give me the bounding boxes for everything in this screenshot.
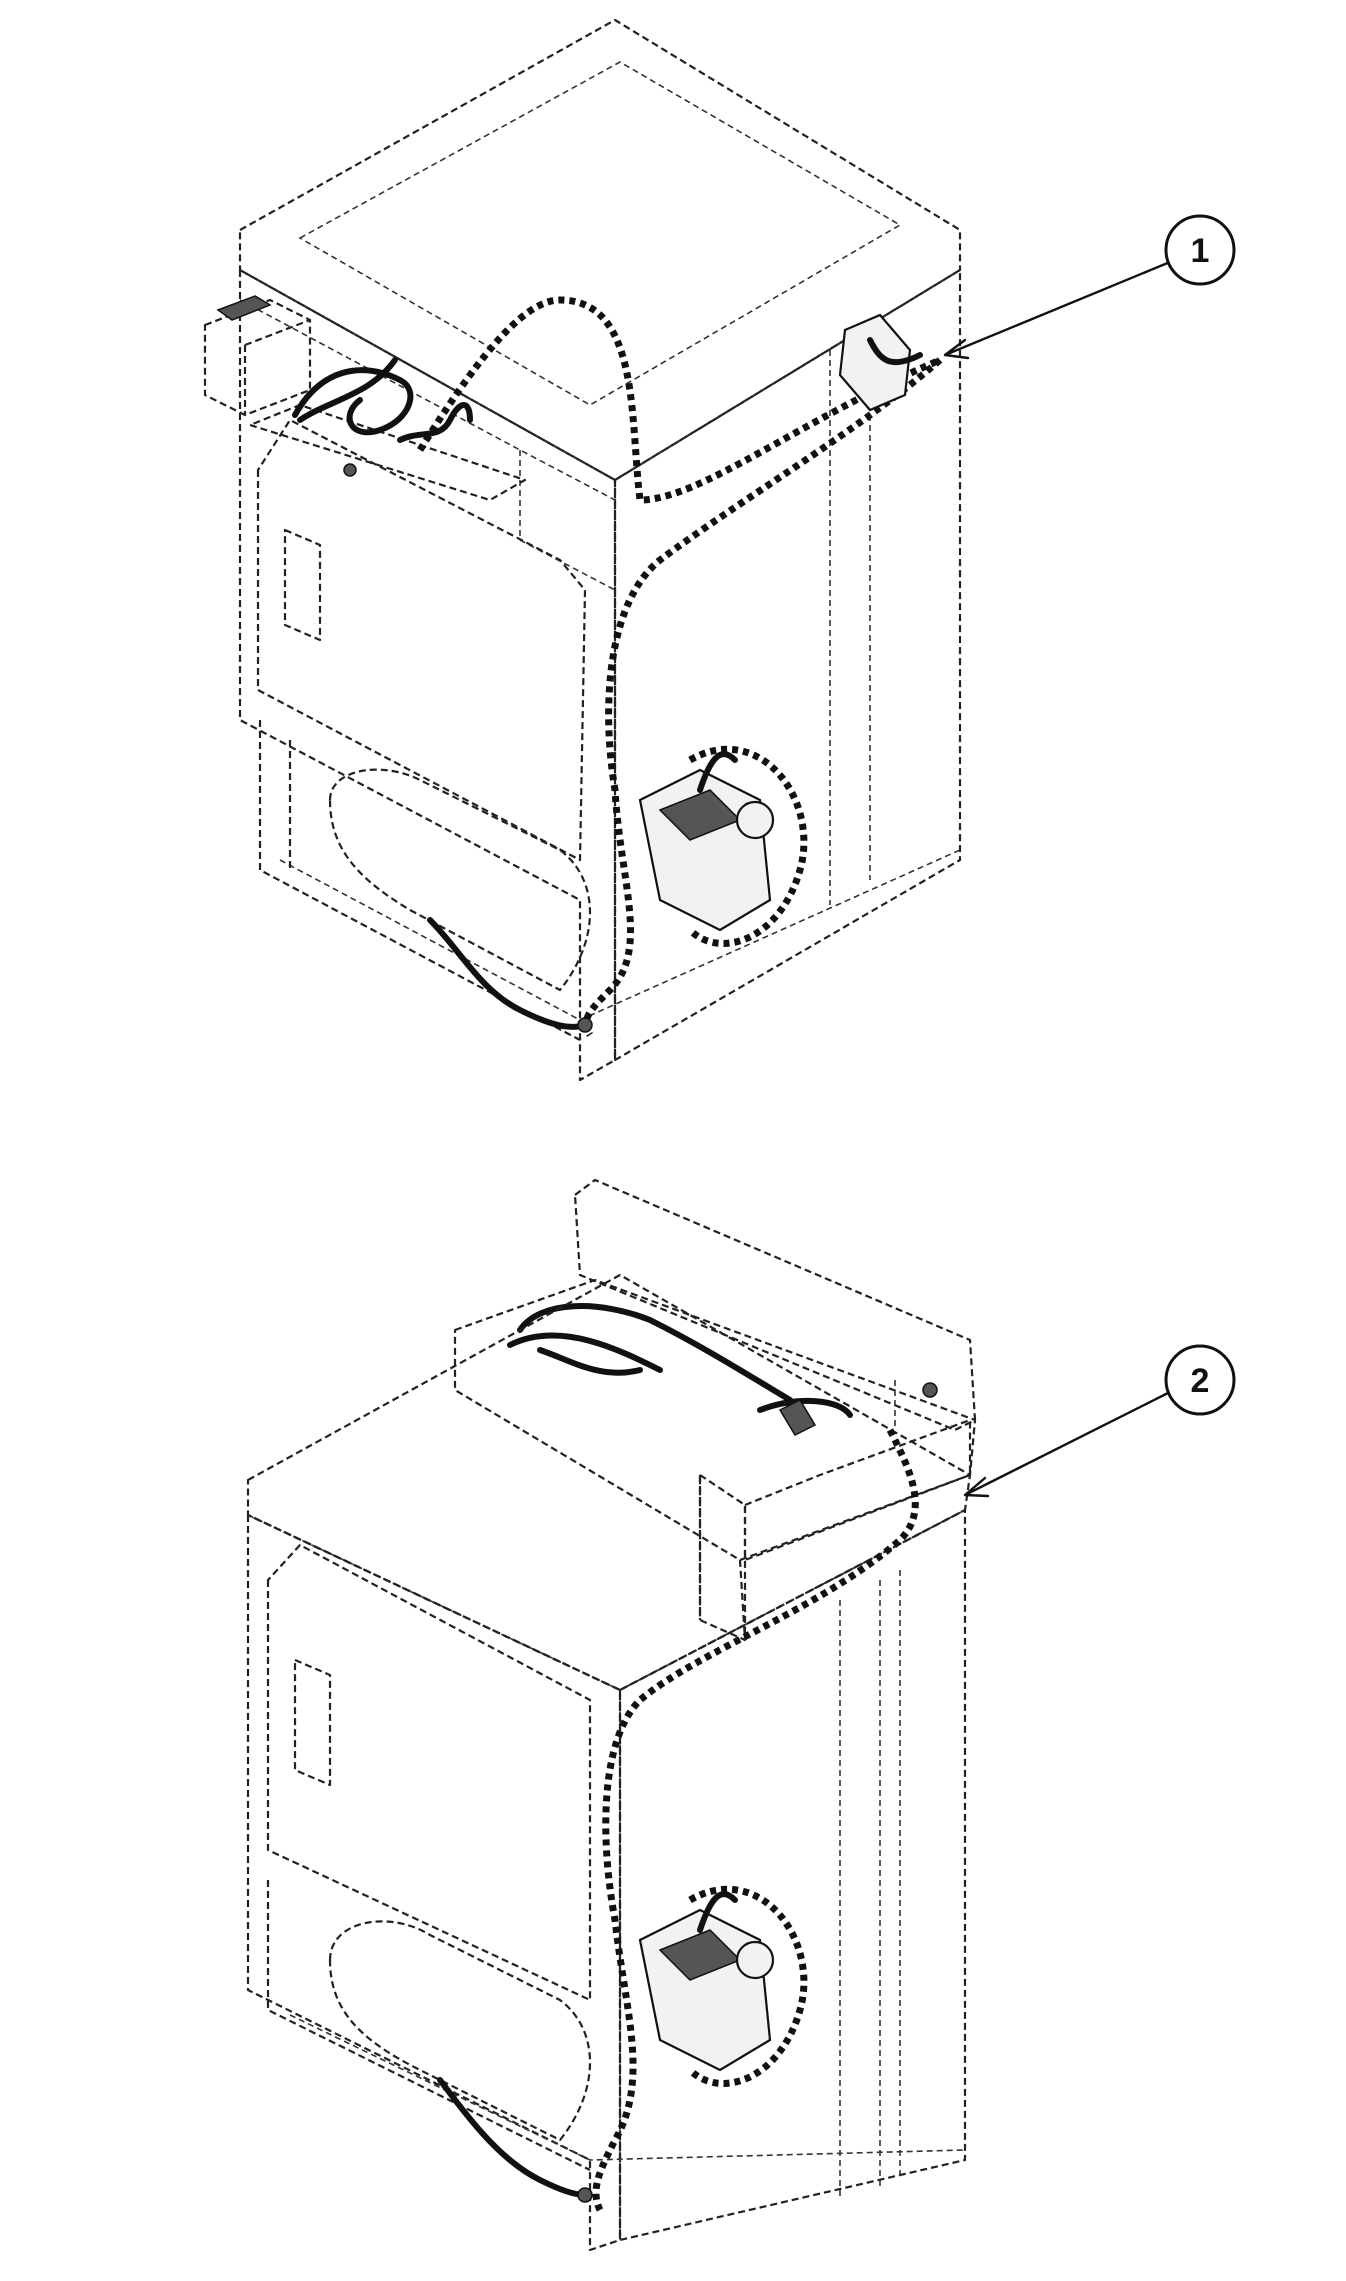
- harness-console: [517, 1303, 793, 1403]
- rear-control-console: [453, 1178, 977, 1642]
- wire-route-down-2: [592, 1428, 919, 2212]
- motor-assembly-1: [638, 745, 808, 947]
- harness-control-area: [292, 367, 414, 436]
- callout-1: 1: [1164, 214, 1236, 286]
- callout-label-1: 1: [1191, 232, 1210, 270]
- cabinet-front-face: [238, 268, 617, 1082]
- callout-leader-2: [964, 1390, 1171, 1497]
- harness-bottom-2: [437, 2077, 588, 2198]
- control-box: [203, 295, 527, 502]
- door-outline-2: [266, 1543, 592, 2002]
- cabinet-front-face-2: [246, 1513, 622, 2252]
- callout-label-2: 2: [1191, 1362, 1210, 1400]
- wire-route-down: [582, 357, 943, 1037]
- cabinet-right-side-2: [618, 1508, 967, 2242]
- motor-assembly-2: [638, 1885, 808, 2087]
- door-handle: [283, 528, 322, 642]
- wire-route-loop: [417, 296, 942, 504]
- callout-2: 2: [1164, 1344, 1236, 1416]
- terminal-block-right-top: [838, 313, 923, 412]
- door-outline: [256, 418, 587, 862]
- door-handle-2: [293, 1658, 332, 1787]
- harness-bottom-1: [427, 917, 588, 1030]
- dryer-view-2: 2: [246, 1178, 1236, 2252]
- cabinet-right-side: [613, 268, 962, 1062]
- callout-leader-1: [944, 260, 1171, 357]
- dryer-view-1: 1: [203, 18, 1236, 1082]
